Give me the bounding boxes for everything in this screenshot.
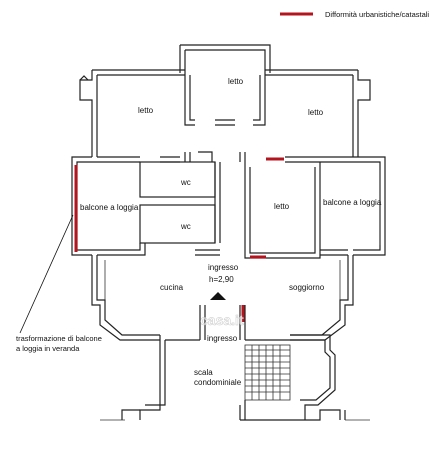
watermark: casa.it	[200, 312, 244, 328]
note-leader-line	[19, 214, 74, 334]
label-ingresso: ingresso	[208, 263, 239, 272]
label-letto-top-right: letto	[308, 108, 324, 117]
label-balcone-right: balcone a loggia	[323, 198, 382, 207]
label-letto-top-left: letto	[138, 106, 154, 115]
staircase	[210, 292, 291, 401]
label-cucina: cucina	[160, 283, 184, 292]
label-letto-top-center: letto	[228, 77, 244, 86]
label-letto-center: letto	[274, 202, 290, 211]
note-line-2: a loggia in veranda	[16, 344, 80, 353]
outer-walls	[71, 44, 386, 421]
label-scala-condominiale: condominiale	[194, 378, 242, 387]
label-scala: scala	[194, 368, 213, 377]
interior-walls	[76, 73, 381, 341]
label-wc-1: wc	[180, 178, 191, 187]
label-wc-2: wc	[180, 222, 191, 231]
legend-label: Difformità urbanistiche/catastali	[325, 10, 429, 19]
note-line-1: trasformazione di balcone	[16, 334, 102, 343]
entrance-arrow-icon	[210, 292, 226, 300]
label-balcone-left: balcone a loggia	[80, 203, 139, 212]
nonconformity-marks	[74, 157, 284, 322]
label-ingresso-lower: ingresso	[207, 334, 238, 343]
label-soggiorno: soggiorno	[289, 283, 325, 292]
label-ingresso-height: h=2,90	[209, 275, 234, 284]
